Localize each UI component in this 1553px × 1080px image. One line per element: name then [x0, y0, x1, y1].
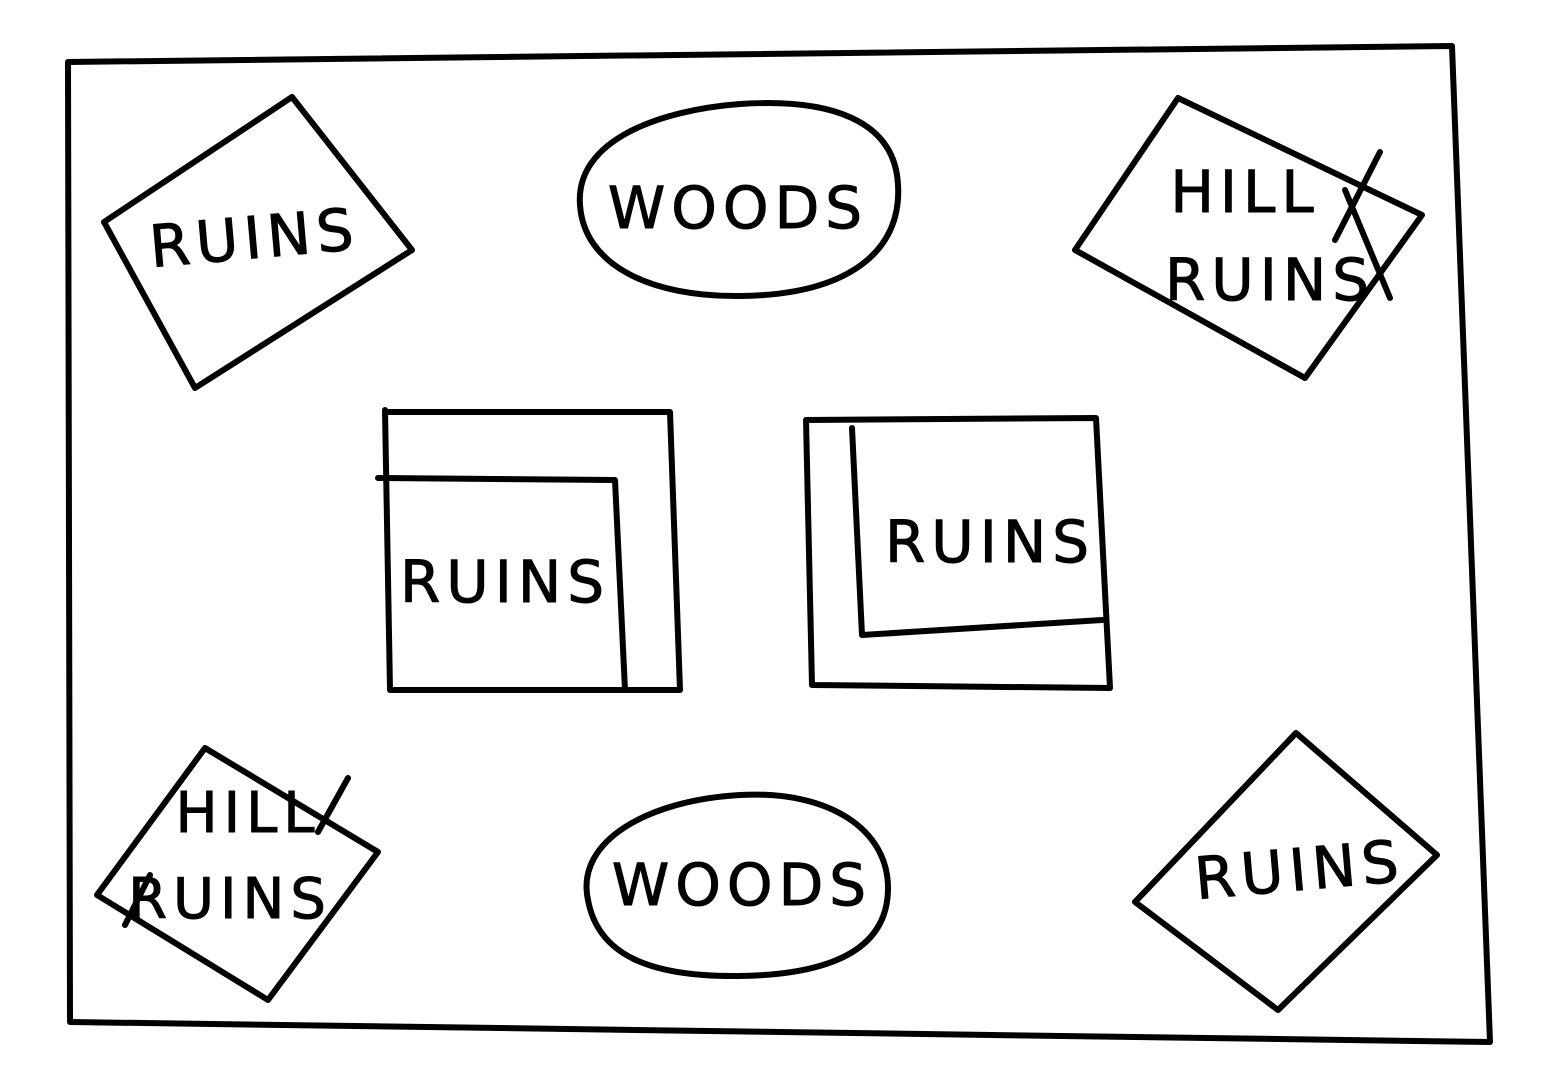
terrain-hill-ruins-bottom-left: HILL RUINS	[94, 745, 381, 1003]
hill-label: HILL	[1170, 158, 1319, 226]
woods-label: WOODS	[612, 851, 872, 919]
ruins-inner-wall	[375, 475, 628, 693]
hill-ruins-cross-stroke	[1332, 149, 1393, 301]
terrain-ruins-center-right: RUINS	[803, 415, 1113, 691]
terrain-woods-top: WOODS	[576, 100, 902, 300]
ruins-label: RUINS	[885, 508, 1095, 576]
hill-label: HILL	[175, 781, 320, 846]
terrain-woods-bottom: WOODS	[583, 791, 891, 980]
hill-ruins-cross-stroke	[122, 775, 351, 928]
ruins-diamond-outline	[1132, 730, 1440, 1013]
woods-oval-outline	[576, 100, 902, 300]
terrain-ruins-top-left: RUINS	[101, 94, 415, 391]
ruins-label: RUINS	[1165, 246, 1375, 314]
ruins-outer-rect	[382, 407, 683, 693]
terrain-hill-ruins-top-right: HILL RUINS	[1072, 95, 1425, 381]
hill-ruins-diamond-outline	[1072, 95, 1425, 381]
ruins-outer-rect	[803, 415, 1113, 691]
ruins-label: RUINS	[1192, 827, 1407, 913]
terrain-ruins-bottom-right: RUINS	[1132, 730, 1440, 1013]
hill-ruins-diamond-outline	[94, 745, 381, 1003]
table-border	[65, 43, 1493, 1045]
woods-label: WOODS	[608, 174, 868, 242]
ruins-inner-wall	[849, 425, 1105, 638]
terrain-ruins-center-left: RUINS	[375, 407, 683, 693]
ruins-label: RUINS	[128, 867, 332, 932]
woods-oval-outline	[583, 791, 891, 980]
ruins-label: RUINS	[400, 548, 610, 616]
ruins-diamond-outline	[101, 94, 415, 391]
ruins-label: RUINS	[147, 195, 362, 281]
